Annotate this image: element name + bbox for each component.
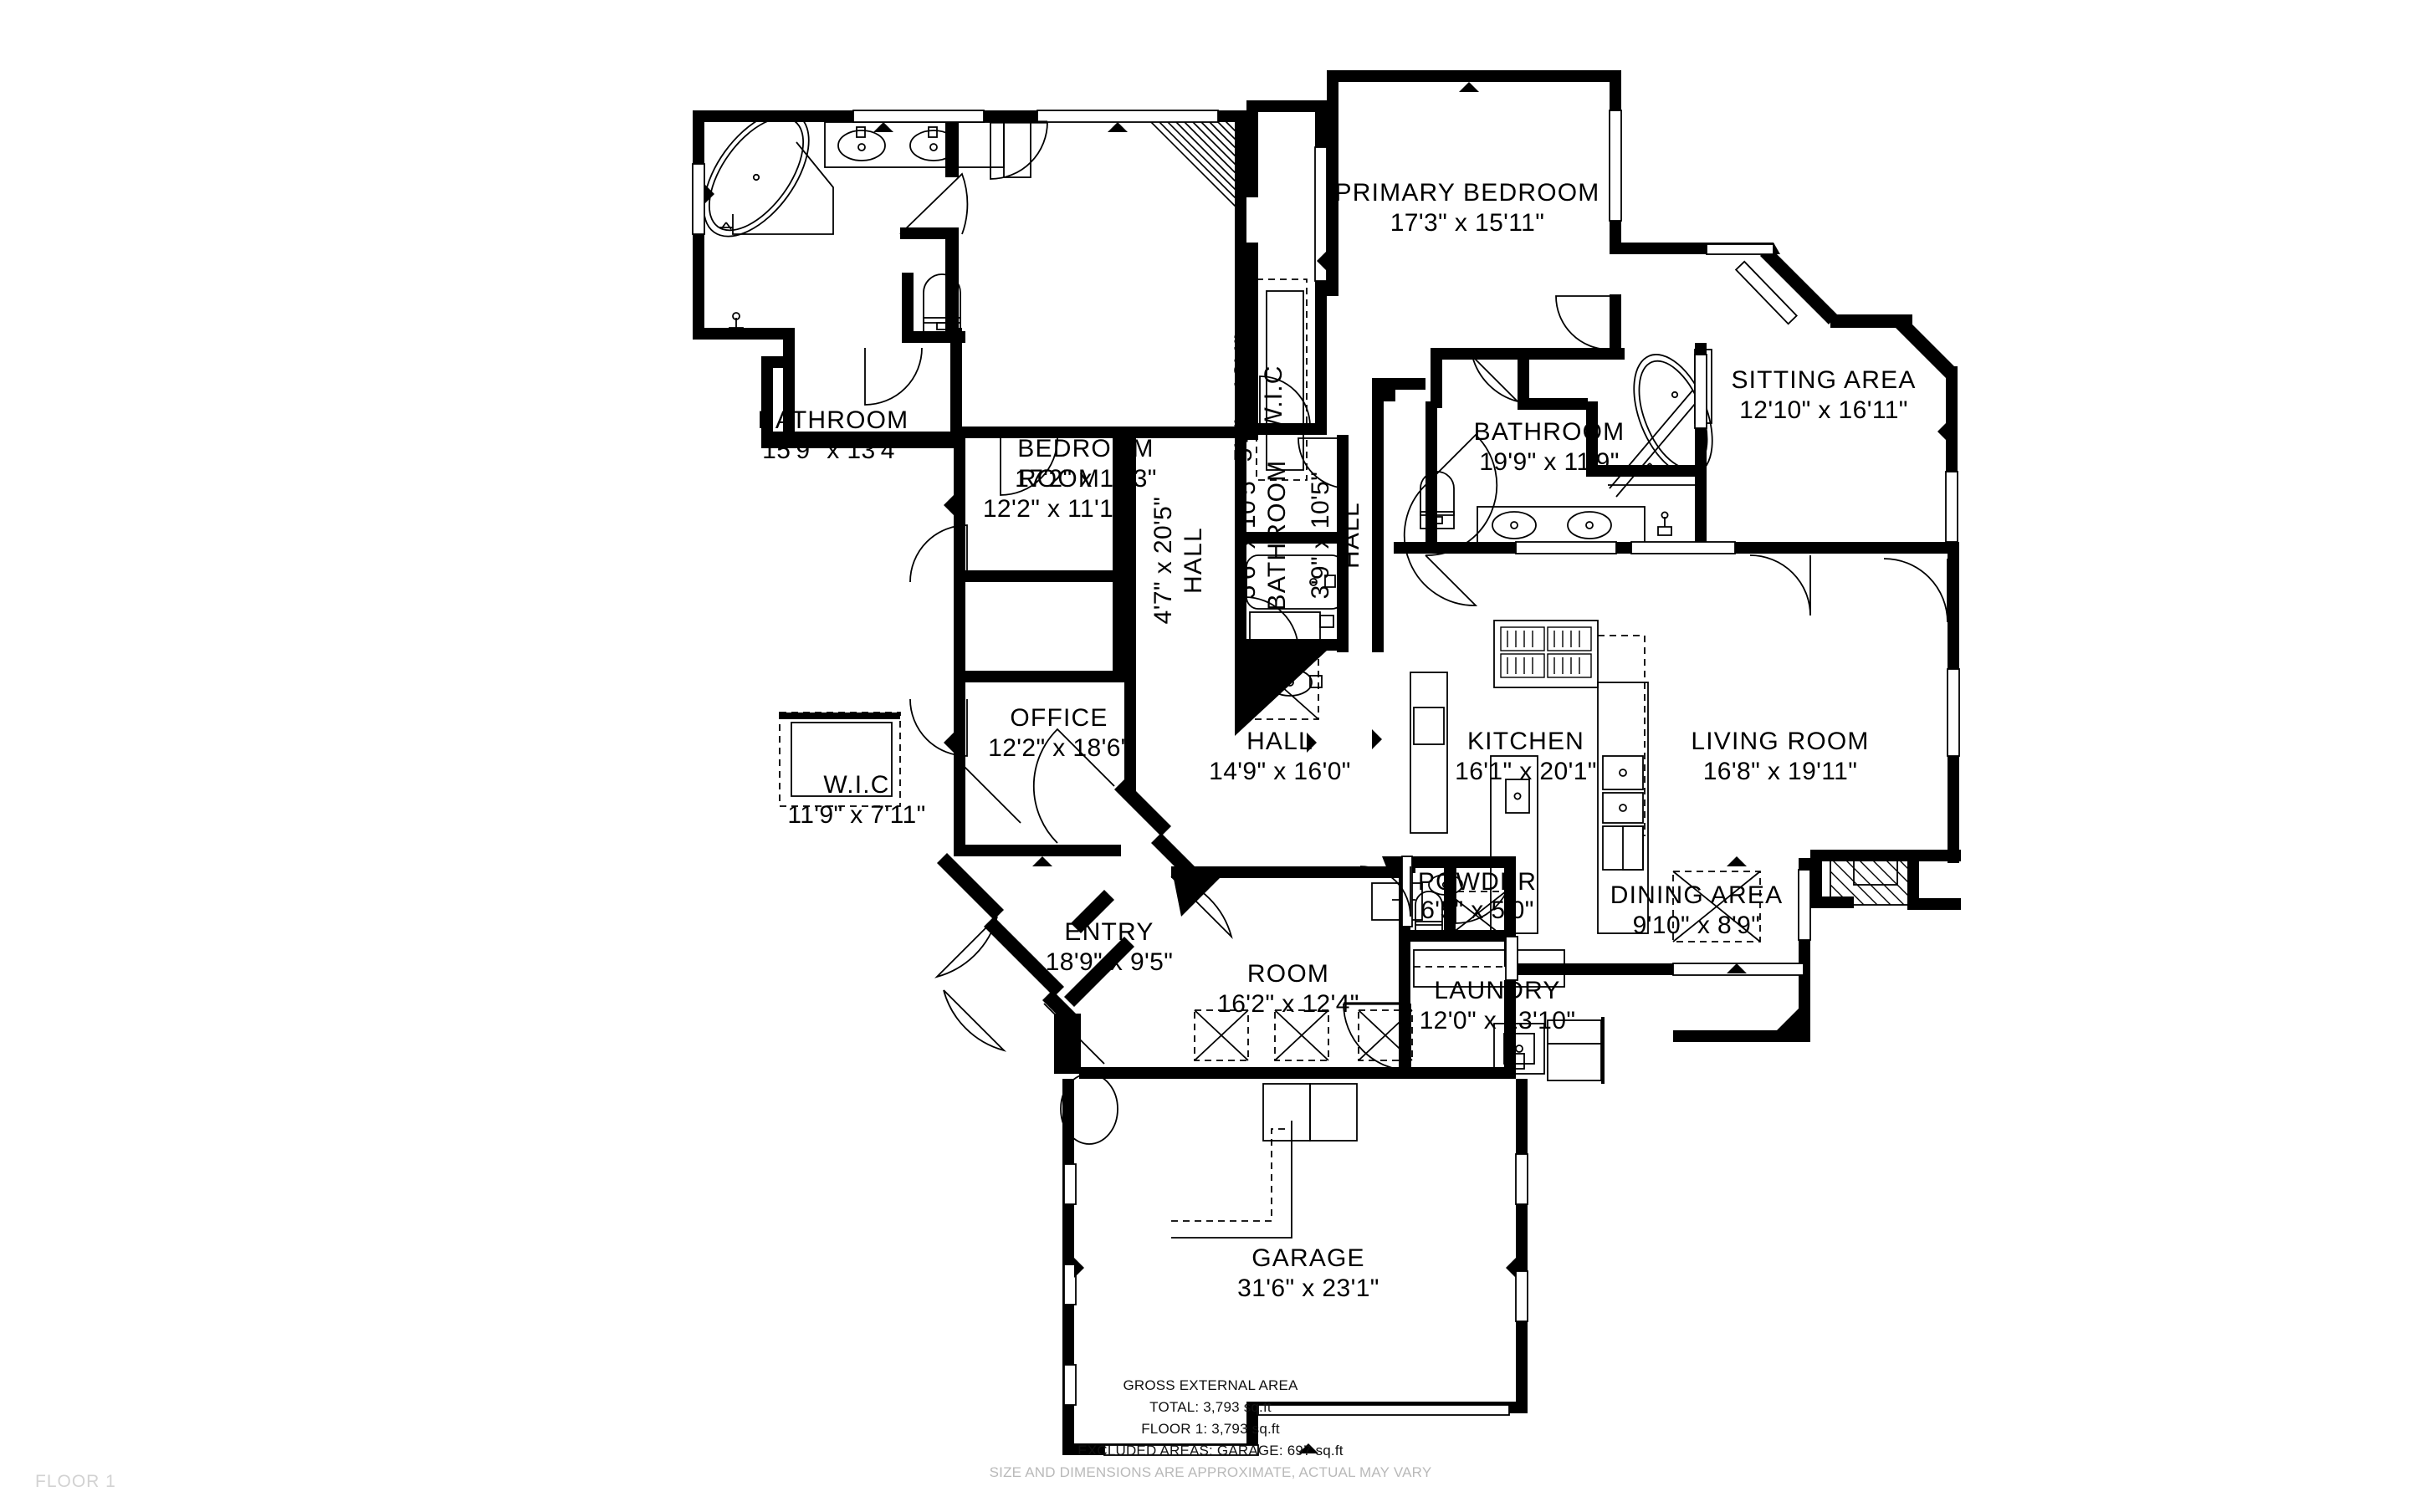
room-label-wic-primary: W.I.C 5'4" x 13'4" [1230,335,1287,462]
room-label-room-upper: ROOM 12'2" x 11'11" [983,465,1135,523]
room-name: HALL [1337,502,1364,569]
room-dimensions: 14'9" x 16'0" [1209,758,1351,785]
area-summary: GROSS EXTERNAL AREA TOTAL: 3,793 sq.ft F… [0,1375,2421,1484]
dimension-ticks-layer [704,82,1948,1453]
room-label-primary-bedroom: PRIMARY BEDROOM 17'3" x 15'11" [1335,179,1600,237]
room-dimensions: 17'3" x 15'11" [1390,209,1545,237]
room-name: ENTRY [1064,918,1154,946]
room-lower-builtins [1171,882,1423,1239]
room-dimensions: 9'10" x 8'9" [1633,912,1761,939]
room-dimensions: 5'6" x 10'5" [1233,472,1261,600]
room-dimensions: 6'5" x 5'0" [1420,896,1534,924]
room-dimensions: 16'2" x 12'4" [1217,990,1359,1018]
room-label-hall-center: HALL 14'9" x 16'0" [1209,728,1351,785]
room-name: W.I.C [823,771,889,799]
room-dimensions: 16'1" x 20'1" [1455,758,1597,785]
room-name: BEDROOM [1017,435,1154,462]
room-label-powder: POWDER 6'5" x 5'0" [1418,868,1537,924]
floor-tag: FLOOR 1 [35,1472,116,1491]
summary-disclaimer: SIZE AND DIMENSIONS ARE APPROXIMATE, ACT… [989,1464,1432,1480]
room-name: BATHROOM [1263,460,1291,611]
room-label-garage: GARAGE 31'6" x 23'1" [1237,1244,1379,1302]
room-dimensions: 12'2" x 18'6" [988,734,1130,762]
room-name: PRIMARY BEDROOM [1335,179,1600,207]
room-name: LAUNDRY [1434,977,1560,1004]
room-name: SITTING AREA [1731,366,1916,394]
room-label-hall-small: HALL 3'9" x 10'5" [1307,472,1364,600]
room-name: HALL [1246,728,1313,755]
room-label-bedroom: BEDROOM 17'2" x 16'3" [1015,435,1157,493]
room-dimensions: 18'9" x 9'5" [1046,948,1174,976]
room-labels-layer: BATHROOM 15'9" x 13'4" BEDROOM 17'2" x 1… [758,179,1916,1302]
room-dimensions: 11'9" x 7'11" [787,801,925,829]
wic-bedroom-inner [791,722,893,797]
summary-excluded: EXCLUDED AREAS: GARAGE: 697 sq.ft [1077,1443,1344,1458]
room-label-living-room: LIVING ROOM 16'8" x 19'11" [1691,728,1869,785]
summary-total: TOTAL: 3,793 sq.ft [1149,1399,1272,1415]
double-vanity-icon [824,121,1031,178]
room-dimensions: 12'10" x 16'11" [1739,396,1908,424]
room-label-sitting-area: SITTING AREA 12'10" x 16'11" [1731,366,1916,424]
summary-floor-1: FLOOR 1: 3,793 sq.ft [1141,1421,1280,1437]
room-dimensions: 3'9" x 10'5" [1307,472,1334,600]
room-dimensions: 12'0" x 13'10" [1420,1007,1576,1034]
room-dimensions: 17'2" x 16'3" [1015,465,1157,493]
room-label-kitchen: KITCHEN 16'1" x 20'1" [1455,728,1597,785]
room-label-bathroom-primary: BATHROOM 19'9" x 11'9" [1474,418,1625,476]
room-name: OFFICE [1010,704,1108,732]
room-dimensions: 4'7" x 20'5" [1149,497,1177,625]
room-dimensions: 15'9" x 13'4" [762,437,904,464]
room-label-dining-area: DINING AREA 9'10" x 8'9" [1610,881,1784,939]
room-name: BATHROOM [758,406,909,434]
room-label-office: OFFICE 12'2" x 18'6" [988,704,1130,762]
room-dimensions: 19'9" x 11'9" [1479,448,1620,476]
room-name: KITCHEN [1467,728,1584,755]
room-label-hall-long: HALL 4'7" x 20'5" [1149,497,1207,625]
room-label-laundry: LAUNDRY 12'0" x 13'10" [1420,977,1576,1034]
dining-table-icon [1672,871,1761,942]
windows-layer [692,110,1960,1456]
room-label-entry: ENTRY 18'9" x 9'5" [1046,918,1174,976]
room-label-bathroom-hall: BATHROOM 5'6" x 10'5" [1233,460,1291,611]
room-name: POWDER [1418,868,1537,896]
doors-layer [864,120,1948,1071]
stair-hatch [1149,120,1242,213]
room-dimensions: 16'8" x 19'11" [1703,758,1858,785]
room-name: W.I.C [1260,365,1287,431]
room-dimensions: 31'6" x 23'1" [1237,1274,1379,1302]
room-name: HALL [1180,527,1207,594]
garage-fixtures [1060,1073,1358,1145]
room-name: DINING AREA [1610,881,1784,909]
room-dimensions: 12'2" x 11'11" [983,495,1135,523]
primary-vanity-icon [1477,506,1672,544]
room-label-room-lower: ROOM 16'2" x 12'4" [1217,960,1359,1018]
dining-table-cross [1672,871,1761,942]
room-dimensions: 5'4" x 13'4" [1230,335,1257,462]
room-name: ROOM [1247,960,1329,988]
room-name: LIVING ROOM [1691,728,1869,755]
room-label-bathroom-main: BATHROOM 15'9" x 13'4" [758,406,909,464]
room-name: BATHROOM [1474,418,1625,446]
room-name: GARAGE [1251,1244,1365,1272]
room-name: ROOM [1018,465,1100,493]
room-label-wic-bedroom: W.I.C 11'9" x 7'11" [787,771,925,829]
summary-heading: GROSS EXTERNAL AREA [1123,1377,1298,1393]
